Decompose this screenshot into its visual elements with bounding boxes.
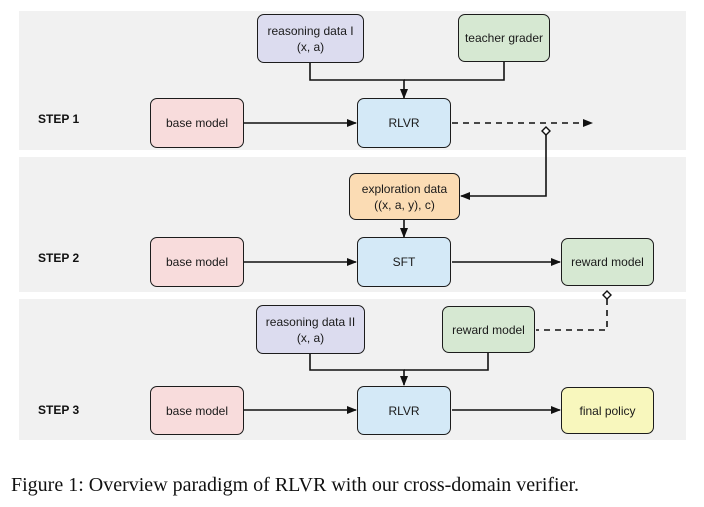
final-policy-node: final policy	[561, 387, 654, 434]
teacher-grader-node: teacher grader	[458, 14, 550, 62]
step2-label: STEP 2	[38, 251, 80, 265]
reward-model-label-step2: reward model	[571, 255, 644, 269]
final-policy-label: final policy	[579, 403, 636, 418]
base-model-label-step2: base model	[165, 255, 229, 269]
edge-reasoning-data-1-to-rlvr	[309, 62, 408, 99]
rlvr-label-step1: RLVR	[388, 116, 420, 130]
exploration-data-title: exploration data	[361, 181, 448, 196]
edge-reasoning-data-2-to-rlvr	[309, 354, 408, 386]
edge-reward-model-to-step3-dashed	[536, 299, 608, 331]
teacher-grader-label: teacher grader	[464, 31, 544, 45]
reward-model-node-step3: reward model	[442, 306, 535, 353]
rlvr-node-step3: RLVR	[357, 386, 451, 435]
reasoning-data-2-title: reasoning data II	[265, 314, 356, 329]
diamond-marker-step1	[541, 126, 551, 136]
reasoning-data-1-tuple: (x, a)	[296, 39, 325, 54]
sft-label: SFT	[392, 255, 416, 269]
rlvr-node-step1: RLVR	[357, 98, 451, 148]
figure-caption: Figure 1: Overview paradigm of RLVR with…	[11, 474, 580, 496]
rlvr-label-step3: RLVR	[388, 403, 420, 418]
reasoning-data-1-title: reasoning data I	[267, 23, 354, 38]
step3-label: STEP 3	[38, 403, 80, 417]
base-model-label-step1: base model	[165, 116, 229, 130]
edge-teacher-grader-to-rlvr	[404, 62, 505, 81]
exploration-data-node: exploration data ((x, a, y), c)	[349, 173, 460, 220]
reasoning-data-2-tuple: (x, a)	[296, 330, 325, 345]
diamond-marker-step2	[602, 290, 612, 300]
base-model-node-step2: base model	[150, 237, 244, 287]
step1-label: STEP 1	[38, 112, 80, 126]
base-model-node-step1: base model	[150, 98, 244, 148]
reward-model-label-step3: reward model	[452, 322, 525, 337]
reward-model-node-step2: reward model	[561, 238, 654, 286]
exploration-data-tuple: ((x, a, y), c)	[374, 197, 435, 212]
edge-rlvr-1-to-exploration-data	[460, 134, 547, 200]
reasoning-data-1-node: reasoning data I (x, a)	[257, 14, 364, 63]
edge-reward-model-to-rlvr-2	[404, 353, 489, 371]
reasoning-data-2-node: reasoning data II (x, a)	[256, 305, 365, 354]
base-model-label-step3: base model	[165, 403, 229, 418]
sft-node: SFT	[357, 237, 451, 287]
base-model-node-step3: base model	[150, 386, 244, 435]
